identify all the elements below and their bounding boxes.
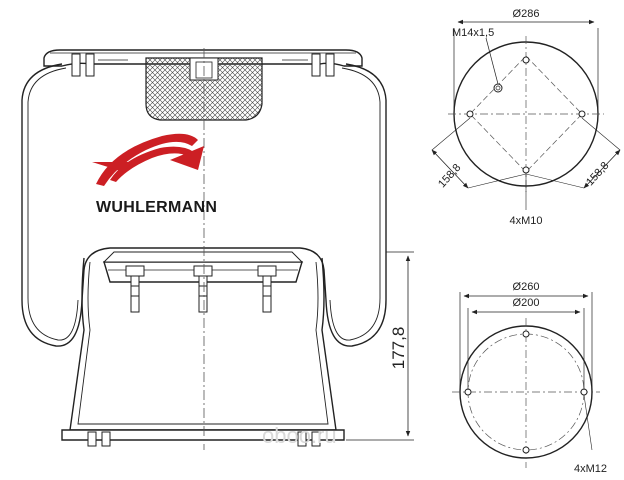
bottom-bolts-label: 4xM12 — [574, 463, 607, 475]
top-diameter-label: Ø286 — [513, 8, 540, 20]
thread-label: M14x1,5 — [452, 27, 494, 39]
top-bolts-label: 4xM10 — [509, 215, 542, 227]
logo-swoosh-icon — [96, 133, 198, 186]
bottom-outer-diameter-label: Ø260 — [513, 281, 540, 293]
piston-bolts — [125, 265, 277, 313]
brand-logo — [92, 133, 204, 186]
top-studs — [71, 53, 335, 77]
offset-right-label: 158,8 — [584, 160, 611, 188]
top-plate-view — [431, 19, 621, 210]
watermark: oboo.ru — [262, 423, 337, 448]
base-plate — [61, 429, 345, 441]
bottom-plate-view — [452, 292, 600, 468]
height-dimension — [346, 251, 414, 441]
bellows-outline — [21, 63, 387, 347]
base-studs — [87, 431, 321, 447]
bolt-circle-label: Ø200 — [513, 297, 540, 309]
brand-name: WUHLERMANN — [96, 199, 217, 216]
offset-left-label: 158,8 — [436, 162, 463, 190]
height-label: 177,8 — [389, 327, 408, 370]
